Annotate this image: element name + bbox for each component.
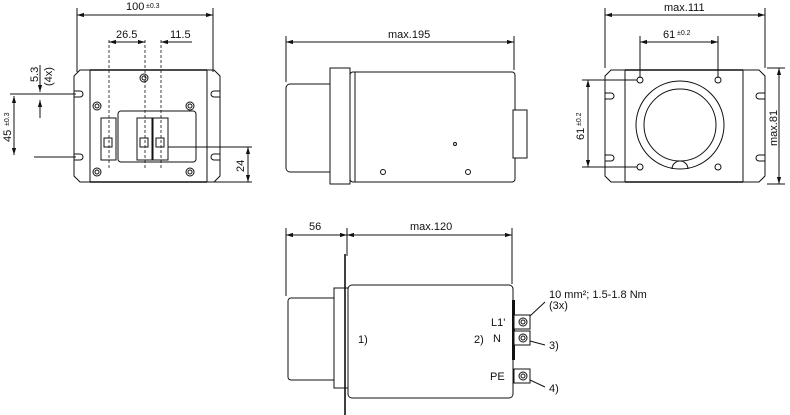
pitch2-dim: 11.5 bbox=[170, 29, 191, 41]
terminal-height-dim: 24 bbox=[235, 160, 247, 172]
label-n: N bbox=[493, 333, 501, 345]
hole-pitch-h-tol: ±0.2 bbox=[677, 30, 691, 37]
front-view: 100 ±0.3 26.5 11.5 5.3 (4x) 45 ±0.3 24 bbox=[2, 1, 252, 183]
front-height-tol: ±0.3 bbox=[4, 112, 11, 126]
rear-height-dim: max.81 bbox=[768, 110, 780, 146]
hole-pitch-v: 61 bbox=[575, 128, 587, 140]
note-2: 2) bbox=[474, 334, 484, 346]
label-l1: L1' bbox=[491, 317, 505, 329]
hole-pitch-h: 61 bbox=[663, 29, 675, 41]
connector-dim: 56 bbox=[309, 221, 321, 233]
hole-pitch-v-tol: ±0.2 bbox=[576, 112, 583, 126]
label-pe: PE bbox=[490, 371, 505, 383]
bottom-view: 56 max.120 1) 2) L1' N PE 10 mm²; 1.5-1.… bbox=[285, 221, 647, 415]
front-height-dim: 45 bbox=[2, 130, 14, 142]
note-4: 4) bbox=[549, 383, 559, 395]
slot-dim: 5.3 bbox=[29, 67, 41, 82]
front-terminals bbox=[100, 117, 169, 161]
note-1: 1) bbox=[358, 334, 368, 346]
front-width-dim: 100 bbox=[126, 1, 144, 13]
rear-width-dim: max.111 bbox=[664, 2, 705, 14]
rear-view: max.111 61 ±0.2 61 ±0.2 max.81 bbox=[575, 2, 785, 185]
side-length-dim: max.195 bbox=[388, 29, 430, 41]
note-3: 3) bbox=[549, 340, 559, 352]
slot-count: (4x) bbox=[43, 67, 55, 86]
terminal-count: (3x) bbox=[549, 300, 568, 312]
side-view: max.195 bbox=[285, 29, 528, 185]
front-width-tol: ±0.3 bbox=[146, 3, 160, 10]
body-dim: max.120 bbox=[410, 221, 452, 233]
terminal-spec: 10 mm²; 1.5-1.8 Nm bbox=[549, 289, 647, 301]
bottom-terminals bbox=[513, 314, 531, 384]
pitch1-dim: 26.5 bbox=[116, 29, 137, 41]
